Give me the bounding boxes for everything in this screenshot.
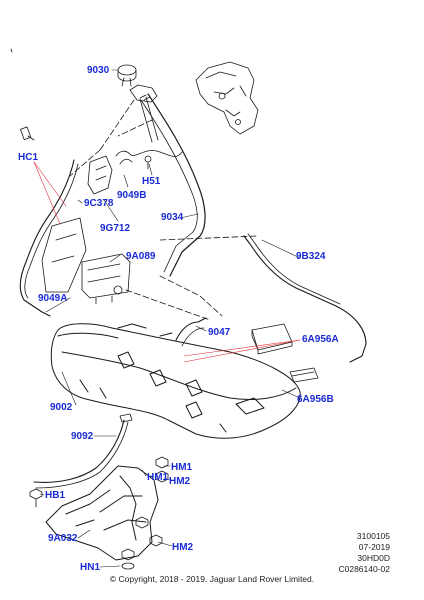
red-leader-lines [33,161,301,363]
callout-9c378[interactable]: 9C378 [84,198,114,209]
callout-hm2-upper[interactable]: HM2 [169,476,191,487]
corner-mark [10,48,13,53]
callout-9b324[interactable]: 9B324 [296,251,326,262]
callout-hb1[interactable]: HB1 [45,490,66,501]
diagram-reference: C0286140-02 [338,564,390,574]
callout-9002[interactable]: 9002 [50,402,73,413]
diagram-code-2: 30HD0D [357,553,390,563]
heat-shield-panel-part [41,217,87,293]
tank-strap-part-inner [35,421,129,489]
callout-hm1-upper[interactable]: HM1 [171,462,193,473]
diagram-code-1: 3100105 [356,531,390,541]
assembly-dash-lines [69,99,259,321]
callout-9092[interactable]: 9092 [71,431,94,442]
filler-pipe-branch [139,96,159,143]
filler-cap-part [117,64,137,87]
bracket-screw-part [144,155,152,170]
module-6a956a-part [251,323,293,355]
evap-line-part [243,235,367,363]
canister-bracket-part [87,155,113,195]
diagram-date: 07-2019 [358,542,390,552]
nut-hm-lower [121,516,163,570]
heat-shield-part [45,465,159,561]
filler-neck-upper-part [129,84,158,103]
nut-hm-upper [155,456,169,483]
callout-6a956a[interactable]: 6A956A [302,334,339,345]
heat-shield-panel-ribs [51,233,77,263]
vapour-hose-part-lower [119,158,133,165]
filler-pipe-part [147,93,206,277]
vapour-hose-part [115,150,183,157]
callout-hc1[interactable]: HC1 [18,152,39,163]
vent-line-part [19,159,75,317]
vent-line-part-inner [24,163,79,299]
callout-h51[interactable]: H51 [142,176,161,187]
callout-hm1-lower[interactable]: HM1 [147,472,169,483]
callout-hn1[interactable]: HN1 [80,562,101,573]
pad-6a956b-part [289,367,319,383]
tank-strap-part [33,419,125,483]
callout-leader-lines [39,69,301,568]
bolt-hb1-part [29,488,43,508]
fuel-tank-part [50,323,301,439]
sender-hose-part [175,317,207,341]
body-panel-part [195,61,259,135]
filler-pipe-part-inner [140,99,198,273]
callout-9a032[interactable]: 9A032 [48,533,78,544]
copyright-notice: © Copyright, 2018 - 2019. Jaguar Land Ro… [109,574,315,584]
callout-9g712[interactable]: 9G712 [100,223,131,234]
callout-9030[interactable]: 9030 [87,65,110,76]
fuel-pump-module-part [81,253,131,305]
callout-9a089[interactable]: 9A089 [126,251,156,262]
evap-line-part-inner [247,233,341,305]
clip-part-hc1 [20,126,35,141]
callout-6a956b[interactable]: 6A956B [297,394,334,405]
callout-9049b[interactable]: 9049B [117,190,147,201]
tank-strap-end [119,413,133,423]
callout-9034[interactable]: 9034 [161,212,184,223]
callout-9049a[interactable]: 9049A [38,293,68,304]
callout-9047[interactable]: 9047 [208,327,231,338]
callout-hm2-lower[interactable]: HM2 [172,542,194,553]
